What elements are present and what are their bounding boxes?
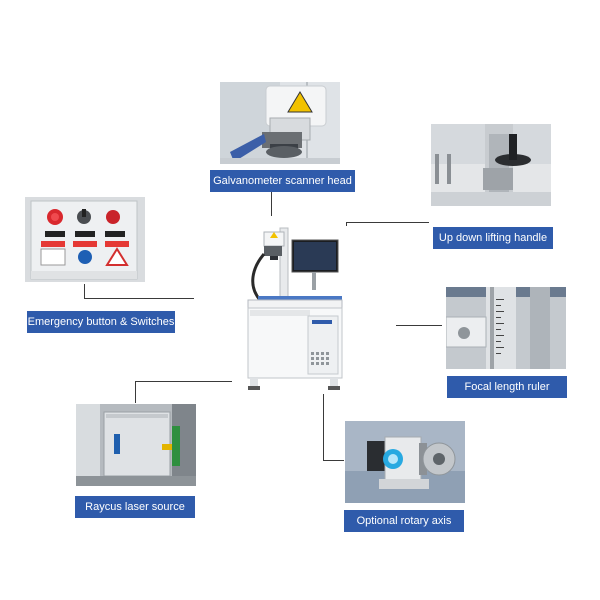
laser-marking-machine-photo — [238, 220, 348, 396]
connector-line-lifting-handle — [346, 222, 429, 223]
connector-line-focal-ruler — [396, 325, 442, 326]
label-galvanometer: Galvanometer scanner head — [210, 170, 355, 192]
label-rotary-axis: Optional rotary axis — [344, 510, 464, 532]
label-laser-source: Raycus laser source — [75, 496, 195, 518]
galvanometer-photo — [220, 82, 340, 164]
connector-line-rotary-h — [323, 460, 344, 461]
focal-ruler-photo — [446, 287, 566, 369]
label-focal-ruler: Focal length ruler — [447, 376, 567, 398]
connector-line-emergency-v — [84, 284, 85, 298]
label-lifting-handle: Up down lifting handle — [433, 227, 553, 249]
connector-line-galvanometer — [271, 192, 272, 216]
connector-line-lifting-handle-stub — [346, 222, 347, 226]
lifting-handle-photo — [431, 124, 551, 206]
emergency-panel-photo — [25, 197, 145, 282]
label-emergency: Emergency button & Switches — [27, 311, 175, 333]
laser-source-photo — [76, 404, 196, 486]
connector-line-laser-source-v — [135, 381, 136, 403]
connector-line-emergency-h — [84, 298, 194, 299]
connector-line-laser-source-h — [135, 381, 232, 382]
connector-line-rotary-v — [323, 394, 324, 460]
rotary-axis-photo — [345, 421, 465, 503]
